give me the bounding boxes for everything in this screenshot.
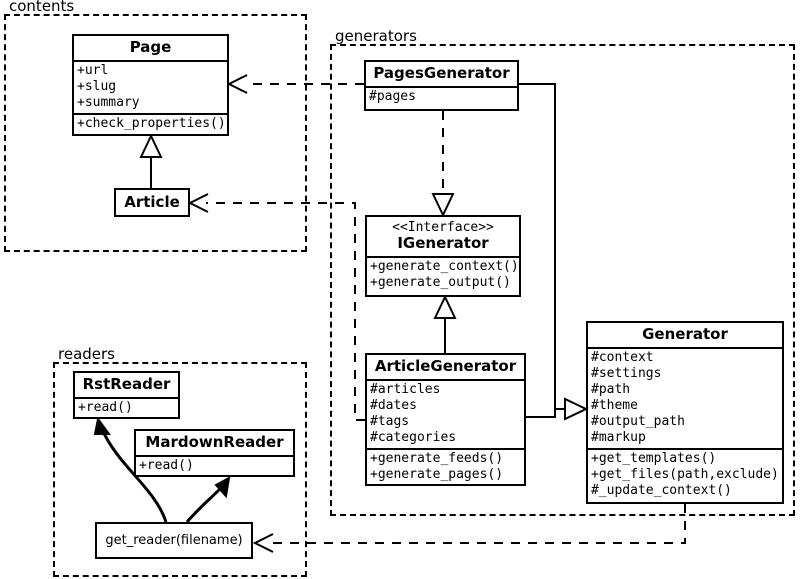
class-mardown-reader[interactable]: MardownReader +read() [134, 429, 295, 477]
package-readers [53, 362, 307, 577]
class-article-generator-methods: +generate_feeds() +generate_pages() [367, 448, 524, 485]
method-row: +get_templates() [591, 451, 717, 466]
class-rst-reader-title: RstReader [82, 375, 171, 393]
function-box-get-reader[interactable]: get_reader(filename) [95, 522, 253, 559]
class-igenerator[interactable]: <<Interface>> IGenerator +generate_conte… [365, 215, 521, 297]
package-generators-label: generators [332, 29, 420, 44]
method-row: +get_files(path,exclude) [591, 467, 779, 482]
class-pages-generator-title: PagesGenerator [373, 64, 510, 82]
class-igenerator-stereotype: <<Interface>> [392, 220, 494, 235]
attribute-row: #articles [370, 382, 441, 397]
attribute-row: +slug [77, 79, 117, 94]
class-article-generator-title: ArticleGenerator [374, 357, 517, 375]
attribute-row: #theme [591, 398, 638, 413]
attribute-row: #markup [591, 430, 646, 445]
class-pages-generator-attributes: #pages [366, 86, 517, 107]
class-generator-attributes: #context #settings #path #theme #output_… [588, 347, 782, 448]
method-row: +check_properties() [77, 116, 226, 131]
class-rst-reader-methods: +read() [75, 397, 178, 418]
class-generator-title: Generator [642, 325, 728, 343]
class-generator-methods: +get_templates() +get_files(path,exclude… [588, 448, 782, 501]
attribute-row: #categories [370, 430, 457, 445]
method-row: +read() [139, 458, 194, 473]
method-row: +generate_pages() [370, 467, 504, 482]
attribute-row: #tags [370, 414, 410, 429]
class-page-title: Page [129, 38, 172, 56]
class-igenerator-methods: +generate_context() +generate_output() [367, 256, 519, 293]
class-article-title: Article [124, 193, 180, 211]
class-article-generator[interactable]: ArticleGenerator #articles #dates #tags … [365, 353, 526, 486]
method-row: +generate_context() [370, 259, 519, 274]
attribute-row: #output_path [591, 414, 685, 429]
package-contents-label: contents [6, 0, 78, 14]
class-pages-generator[interactable]: PagesGenerator #pages [364, 60, 519, 111]
attribute-row: #path [591, 382, 631, 397]
function-box-label: get_reader(filename) [105, 533, 243, 548]
class-mardown-reader-methods: +read() [136, 455, 293, 476]
attribute-row: +summary [77, 95, 140, 110]
class-mardown-reader-title: MardownReader [145, 433, 284, 451]
package-contents-border [4, 14, 307, 252]
class-rst-reader[interactable]: RstReader +read() [73, 371, 180, 419]
class-page[interactable]: Page +url +slug +summary +check_properti… [72, 34, 229, 136]
method-row: +generate_output() [370, 275, 511, 290]
package-readers-border [53, 362, 307, 577]
attribute-row: #dates [370, 398, 417, 413]
class-article[interactable]: Article [114, 188, 190, 217]
method-row: #_update_context() [591, 483, 732, 498]
class-article-generator-attributes: #articles #dates #tags #categories [367, 379, 524, 448]
attribute-row: #context [591, 350, 654, 365]
class-page-methods: +check_properties() [74, 113, 227, 134]
package-readers-label: readers [55, 347, 118, 362]
class-page-attributes: +url +slug +summary [74, 60, 227, 113]
package-contents [4, 14, 307, 252]
attribute-row: #pages [369, 89, 416, 104]
method-row: +generate_feeds() [370, 451, 504, 466]
method-row: +read() [78, 400, 133, 415]
class-igenerator-title: <<Interface>> IGenerator [367, 217, 519, 256]
class-generator[interactable]: Generator #context #settings #path #them… [586, 321, 784, 504]
attribute-row: #settings [591, 366, 662, 381]
attribute-row: +url [77, 63, 109, 78]
